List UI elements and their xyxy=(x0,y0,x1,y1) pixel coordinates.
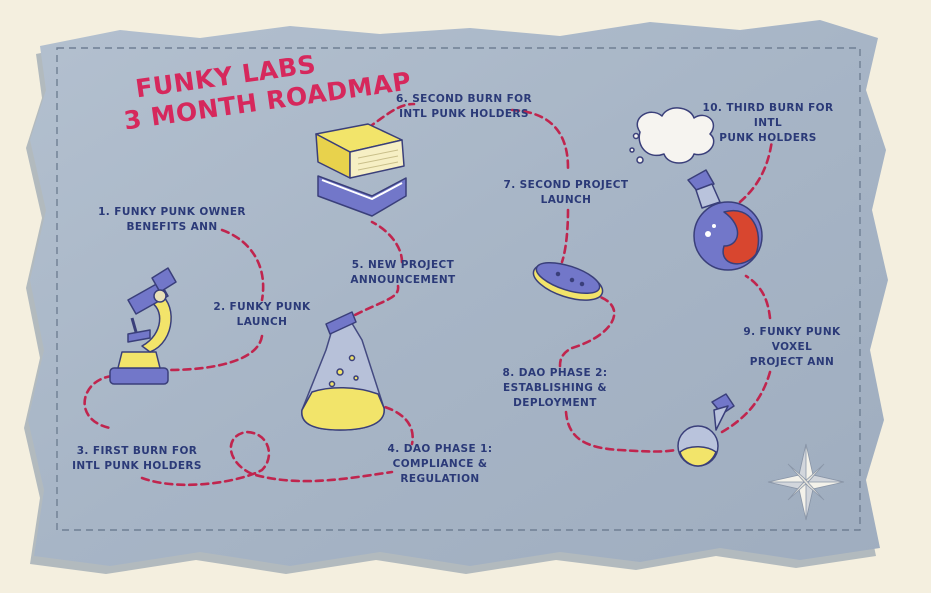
path-segment-9-bflask xyxy=(744,274,772,320)
map-border xyxy=(56,47,861,531)
microscope-icon xyxy=(109,267,177,385)
path-segment-rflask-9 xyxy=(720,370,772,434)
milestone-3-label: 3. FIRST BURN FOR INTL PUNK HOLDERS xyxy=(72,445,202,472)
round-flask-icon xyxy=(677,393,735,467)
boiling-flask-icon xyxy=(629,107,763,271)
path-segment-5-books xyxy=(370,220,404,264)
milestone-5-label: 5. NEW PROJECT ANNOUNCEMENT xyxy=(350,259,456,286)
path-segment-micro-3 xyxy=(83,374,114,430)
milestone-8-label: 8. DAO PHASE 2: ESTABLISHING & DEPLOYMEN… xyxy=(502,367,608,409)
milestone-7-label: 7. SECOND PROJECT LAUNCH xyxy=(503,179,629,206)
milestone-6-label: 6. SECOND BURN FOR INTL PUNK HOLDERS xyxy=(396,93,532,120)
milestone-9-label: 9. FUNKY PUNK VOXEL PROJECT ANN xyxy=(743,326,841,368)
path-segment-bflask-10 xyxy=(738,138,774,204)
path-segment-3-4 xyxy=(140,430,394,487)
milestone-2-label: 2. FUNKY PUNK LAUNCH xyxy=(213,301,311,328)
path-segment-2-micro xyxy=(166,334,264,372)
books-icon xyxy=(315,123,407,217)
path-segment-dish-8 xyxy=(558,292,616,368)
milestone-10-label: 10. THIRD BURN FOR INTL PUNK HOLDERS xyxy=(702,102,834,144)
erlenmeyer-flask-icon xyxy=(301,311,385,431)
path-segment-7-dish xyxy=(560,208,570,264)
path-segment-6-7 xyxy=(510,108,570,170)
path-segment-books-6 xyxy=(366,102,416,130)
milestone-1-label: 1. FUNKY PUNK OWNER BENEFITS ANN xyxy=(98,206,246,233)
path-segment-8-rflask xyxy=(564,410,678,453)
milestone-4-label: 4. DAO PHASE 1: COMPLIANCE & REGULATION xyxy=(387,443,493,485)
petri-dish-icon xyxy=(532,261,604,301)
compass-rose-icon xyxy=(767,443,845,521)
path-segment-1-2 xyxy=(220,228,265,302)
